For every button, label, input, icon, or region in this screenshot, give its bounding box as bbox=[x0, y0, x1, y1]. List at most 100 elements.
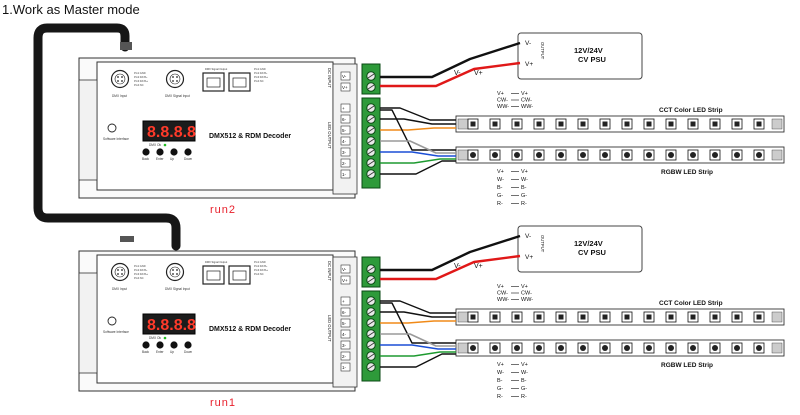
port-label-dmx-input: DMX Input bbox=[112, 94, 127, 98]
connector-pin bbox=[121, 80, 123, 82]
led-chip-core bbox=[558, 152, 564, 158]
led-terminal-label: 1- bbox=[342, 172, 347, 177]
run-label: run2 bbox=[210, 204, 236, 216]
mount-ear-left bbox=[78, 79, 98, 181]
terminal-label-box bbox=[340, 296, 351, 306]
wire-rgbw-vplus bbox=[380, 302, 456, 344]
screw-slot bbox=[367, 298, 375, 304]
terminal-label-box bbox=[340, 136, 351, 146]
led-terminal-label: + bbox=[342, 299, 345, 304]
software-port bbox=[107, 316, 117, 326]
psu-pin-pos: V+ bbox=[525, 61, 533, 68]
led-terminal-label: + bbox=[342, 106, 345, 111]
psu-title: 12V/24V bbox=[574, 239, 603, 248]
button-label: Back bbox=[142, 350, 149, 354]
terminal-label-box bbox=[340, 158, 351, 168]
map-right: G- bbox=[521, 386, 527, 392]
led-chip-core bbox=[756, 121, 762, 127]
led-chip-core bbox=[712, 152, 718, 158]
led-chip-core bbox=[646, 345, 652, 351]
map-left: V+ bbox=[497, 284, 504, 290]
wire-cct-cw bbox=[380, 311, 456, 318]
connector-pin bbox=[176, 76, 178, 78]
button-label: Down bbox=[184, 157, 192, 161]
lcd-digits: 8.8.8.8 bbox=[147, 124, 196, 141]
map-right: W- bbox=[521, 177, 528, 183]
led-terminal-label: 4- bbox=[342, 139, 347, 144]
wire-rgbw-b bbox=[380, 151, 456, 157]
led-chip-core bbox=[558, 345, 564, 351]
terminal-label-box bbox=[340, 362, 351, 372]
map-left: CW- bbox=[497, 98, 508, 104]
screw-slot bbox=[367, 364, 375, 370]
terminal-label-box bbox=[340, 147, 351, 157]
map-left: W- bbox=[497, 370, 504, 376]
dmx-connector-inner bbox=[114, 73, 126, 85]
map-right: B- bbox=[521, 185, 527, 191]
led-chip-core bbox=[646, 121, 652, 127]
terminal-label-box bbox=[340, 103, 351, 113]
rgbw-strip-title: RGBW LED Strip bbox=[661, 362, 713, 369]
screw-slot bbox=[367, 84, 375, 90]
map-left: V+ bbox=[497, 91, 504, 97]
wire-cct-vplus bbox=[380, 300, 456, 314]
rj45-port bbox=[202, 72, 225, 92]
wire-cct-cw bbox=[380, 118, 456, 125]
lcd-display bbox=[142, 313, 196, 335]
led-chip-core bbox=[690, 121, 696, 127]
dmx-ok-led bbox=[163, 336, 167, 340]
led-chip-core bbox=[624, 152, 630, 158]
terminal-label-box bbox=[340, 169, 351, 179]
wire-label-neg: V- bbox=[454, 70, 461, 77]
pin-legend: Pin2:DATA- bbox=[254, 71, 267, 75]
led-chip-core bbox=[470, 121, 476, 127]
led-chip-core bbox=[536, 345, 542, 351]
page-heading: 1.Work as Master mode bbox=[2, 2, 140, 17]
led-chip-core bbox=[690, 314, 696, 320]
screw-slot bbox=[367, 320, 375, 326]
map-left: G- bbox=[497, 386, 503, 392]
screw-slot bbox=[367, 127, 375, 133]
dmx-round-connector bbox=[165, 69, 185, 89]
pin-legend: Pin2:DATA- bbox=[134, 268, 147, 272]
terminal-label-box bbox=[340, 307, 351, 317]
strip-end-pad bbox=[457, 311, 469, 323]
led-terminal-label: 3- bbox=[342, 343, 347, 348]
dc-terminal-label: V- bbox=[342, 267, 347, 272]
rj45-port-inner bbox=[206, 77, 221, 88]
terminal-label-box bbox=[340, 114, 351, 124]
psu-subtitle: CV PSU bbox=[578, 55, 606, 64]
led-output-label: LED OUTPUT bbox=[327, 122, 332, 149]
port-label-dmx-signal: DMX Signal Input bbox=[165, 287, 190, 291]
led-chip-core bbox=[536, 314, 542, 320]
software-port bbox=[107, 123, 117, 133]
map-right: W- bbox=[521, 370, 528, 376]
map-left: CW- bbox=[497, 291, 508, 297]
screw-slot bbox=[367, 353, 375, 359]
panel-button bbox=[184, 148, 192, 156]
connector-pin bbox=[176, 273, 178, 275]
connector-pin bbox=[121, 76, 123, 78]
decoder-title: DMX512 & RDM Decoder bbox=[209, 133, 291, 140]
led-chip-core bbox=[690, 345, 696, 351]
pin-legend: Pin4:NC bbox=[254, 79, 264, 83]
pin-legend: Pin4:NC bbox=[254, 272, 264, 276]
screw-slot bbox=[367, 277, 375, 283]
dmx-ok-led bbox=[163, 143, 167, 147]
led-chip-core bbox=[712, 121, 718, 127]
led-chip-core bbox=[602, 345, 608, 351]
dmx-cable-path bbox=[33, 23, 181, 251]
psu-title: 12V/24V bbox=[574, 46, 603, 55]
map-left: V+ bbox=[497, 169, 504, 175]
led-chip-core bbox=[558, 121, 564, 127]
rj45-label: DMX Signal Output bbox=[205, 67, 227, 71]
pin-legend: Pin4:NC bbox=[134, 83, 144, 87]
led-chip-core bbox=[734, 314, 740, 320]
wire-label-pos: V+ bbox=[474, 70, 483, 77]
cable-plug-bottom bbox=[120, 236, 134, 242]
button-label: Enter bbox=[156, 350, 165, 354]
screw-slot bbox=[367, 309, 375, 315]
led-chip-core bbox=[470, 345, 476, 351]
